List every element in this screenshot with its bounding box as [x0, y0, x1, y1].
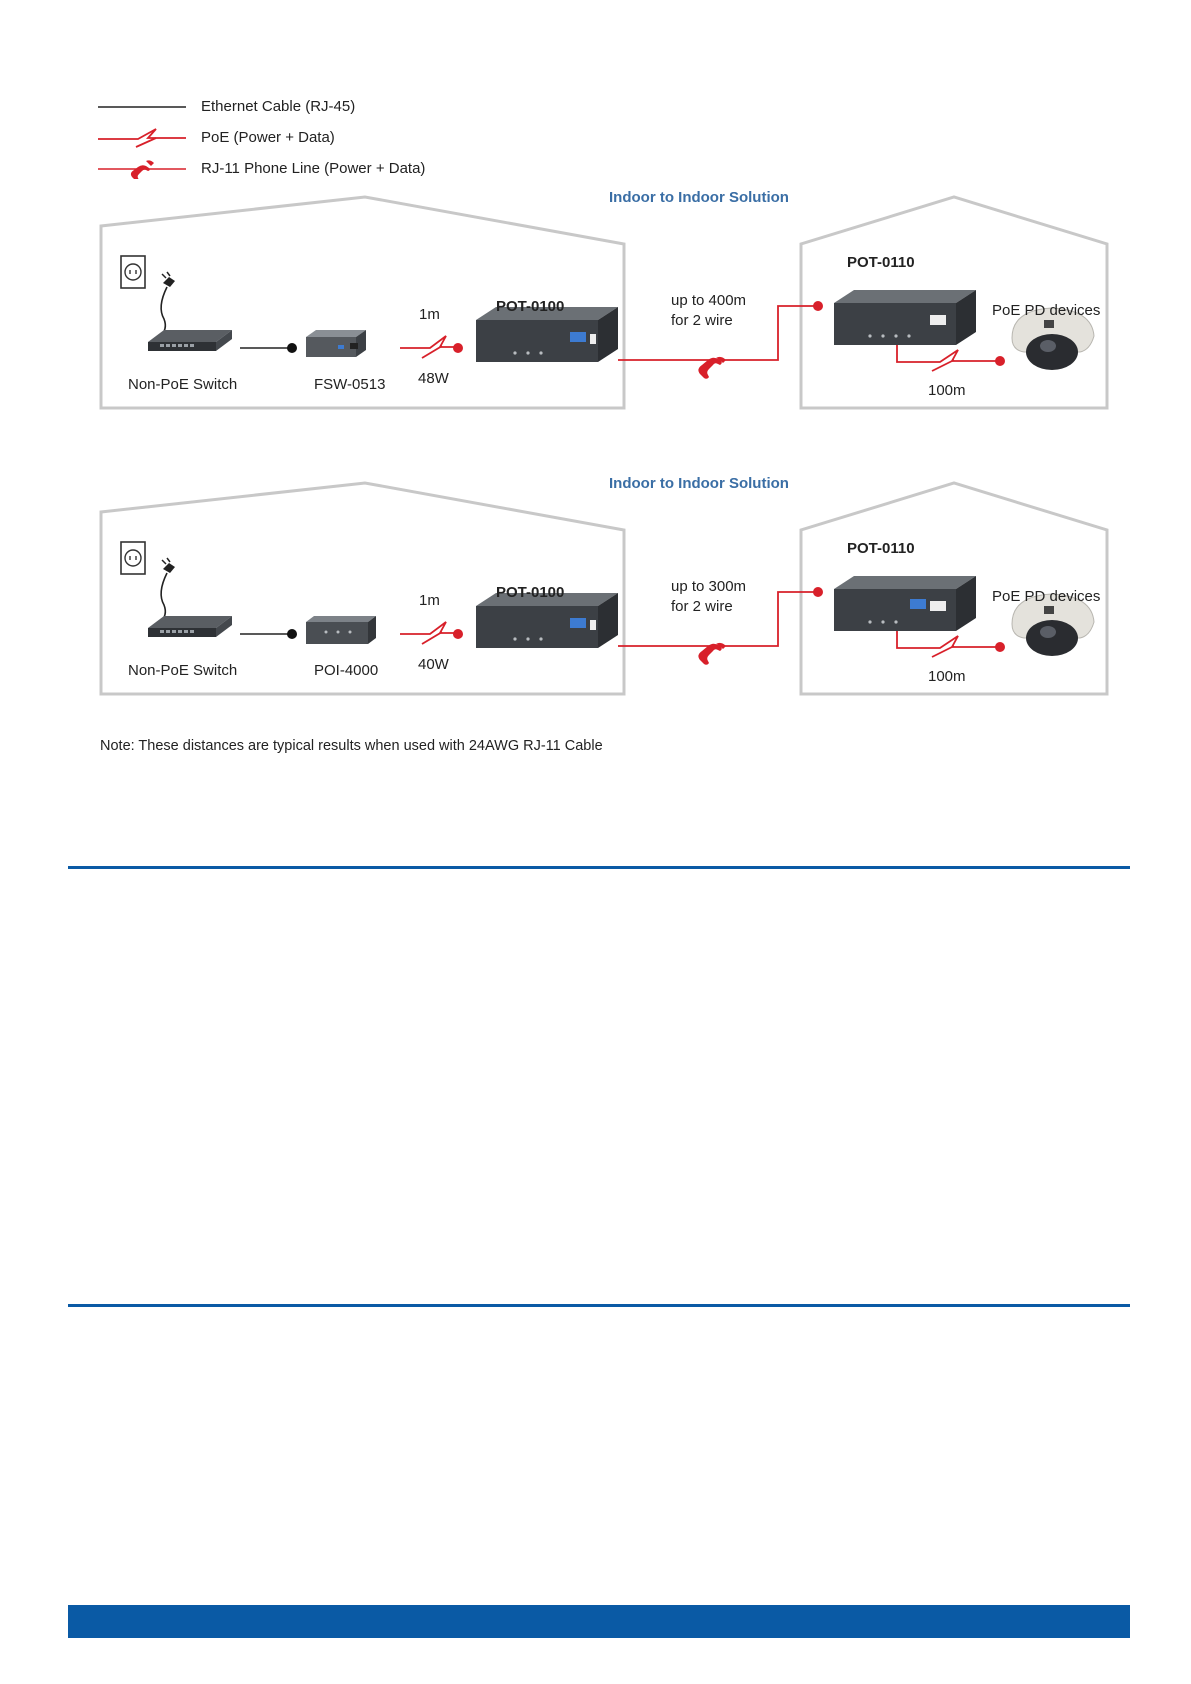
diagram-1-injector-label: FSW-0513	[314, 376, 386, 393]
pot-0100-device	[476, 593, 618, 648]
house-left-outline	[99, 195, 626, 410]
diagram-1-switch-label: Non-PoE Switch	[128, 376, 238, 393]
diagram-1	[99, 195, 1109, 410]
non-poe-switch-device	[148, 616, 232, 637]
diagram-1-pd-distance: 100m	[928, 382, 966, 399]
diagram-2-slave-label: POT-0110	[847, 540, 915, 557]
diagram-2-distance-line1: up to 300m	[671, 578, 747, 595]
rj11-legend-icon	[98, 160, 186, 179]
section-divider	[68, 866, 1130, 869]
wall-outlet-icon	[120, 541, 146, 575]
diagram-2-title: Indoor to Indoor Solution	[609, 475, 789, 492]
wall-outlet-icon	[120, 255, 146, 289]
diagram-1-master-label: POT-0100	[496, 298, 565, 315]
legend-rj11-label: RJ-11 Phone Line (Power + Data)	[201, 160, 426, 177]
dome-camera-device	[1011, 307, 1095, 370]
diagram-2-poe-power: 40W	[418, 656, 449, 673]
injector-device	[306, 330, 366, 357]
diagram-2-poe-length: 1m	[419, 592, 440, 609]
house-left-outline	[99, 481, 626, 696]
house-right-outline	[799, 195, 1109, 410]
diagram-2-pd-distance: 100m	[928, 668, 966, 685]
diagram-1-distance-line2: for 2 wire	[671, 312, 733, 329]
power-plug-icon	[159, 271, 175, 338]
diagram-1-pd-label: PoE PD devices	[992, 302, 1101, 319]
legend-poe-label: PoE (Power + Data)	[201, 129, 335, 146]
dome-camera-device	[1011, 593, 1095, 656]
legend-ethernet-label: Ethernet Cable (RJ-45)	[201, 98, 356, 115]
phone-handset-icon	[698, 642, 726, 665]
diagram-1-poe-length: 1m	[419, 306, 440, 323]
non-poe-switch-device	[148, 330, 232, 351]
power-plug-icon	[159, 557, 175, 624]
diagram-2	[99, 481, 1109, 696]
section-divider	[68, 1304, 1130, 1307]
diagram-2-pd-label: PoE PD devices	[992, 588, 1101, 605]
pot-0110-device	[834, 576, 976, 631]
diagram-2-distance-line2: for 2 wire	[671, 598, 733, 615]
footer-bar	[68, 1605, 1130, 1638]
phone-handset-icon	[698, 356, 726, 379]
ethernet-legend-icon	[98, 106, 186, 108]
poe-legend-icon	[98, 128, 186, 148]
distance-note: Note: These distances are typical result…	[100, 738, 603, 754]
diagram-2-switch-label: Non-PoE Switch	[128, 662, 238, 679]
pot-0100-device	[476, 307, 618, 362]
house-right-outline	[799, 481, 1109, 696]
diagram-1-slave-label: POT-0110	[847, 254, 915, 271]
diagram-1-title: Indoor to Indoor Solution	[609, 189, 789, 206]
diagram-1-distance-line1: up to 400m	[671, 292, 747, 309]
pot-0110-device	[834, 290, 976, 345]
injector-device	[306, 616, 376, 644]
diagram-2-injector-label: POI-4000	[314, 662, 379, 679]
diagram-1-poe-power: 48W	[418, 370, 449, 387]
diagram-2-master-label: POT-0100	[496, 584, 565, 601]
